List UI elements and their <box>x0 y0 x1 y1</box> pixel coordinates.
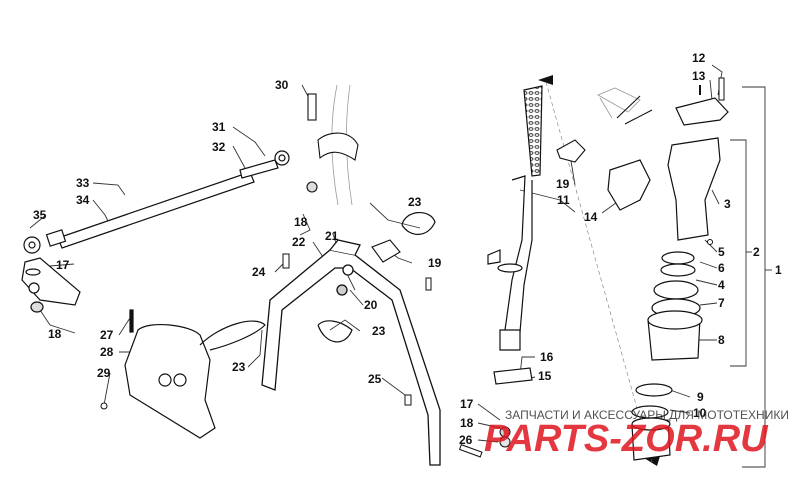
callout-label: 24 <box>252 265 266 279</box>
callout-label: 23 <box>372 324 386 338</box>
upper-rods <box>616 95 653 125</box>
callout-label: 23 <box>232 360 246 374</box>
callout-label: 8 <box>718 333 725 347</box>
callout-label: 14 <box>584 210 598 224</box>
watermark: ЗАПЧАСТИ И АКСЕССУАРЫ ДЛЯ МОТОТЕХНИКИ PA… <box>484 408 789 460</box>
chassis-outline <box>331 84 641 206</box>
steering-frame <box>261 239 441 466</box>
callout-label: 20 <box>364 298 378 312</box>
callout-label: 6 <box>718 261 725 275</box>
callout-label: 15 <box>538 369 552 383</box>
callout-label: 35 <box>33 208 47 222</box>
callout-label: 13 <box>692 69 706 83</box>
callout-label: 9 <box>697 390 704 404</box>
callout-label: 21 <box>325 229 339 243</box>
callout-label: 19 <box>428 256 442 270</box>
callout-label: 17 <box>460 397 474 411</box>
watermark-logo: PARTS-ZOR.RU <box>484 418 769 460</box>
callout-label: 34 <box>76 193 90 207</box>
callout-label: 18 <box>460 416 474 430</box>
upper-pivot <box>306 93 359 193</box>
callout-label: 2 <box>753 245 760 259</box>
callout-label: 3 <box>724 197 731 211</box>
callout-label: 23 <box>408 195 422 209</box>
callout-label: 31 <box>212 120 226 134</box>
steering-post <box>487 85 543 385</box>
footwell-plate <box>124 309 216 439</box>
callout-label: 5 <box>718 245 725 259</box>
callout-label: 28 <box>100 345 114 359</box>
fasteners <box>100 77 725 458</box>
callout-label: 17 <box>56 258 70 272</box>
callout-label: 12 <box>692 51 706 65</box>
callout-labels: 1 2 3 4 5 6 7 8 9 10 11 12 13 14 15 16 1… <box>33 51 782 447</box>
callout-label: 18 <box>294 215 308 229</box>
callout-label: 26 <box>459 433 473 447</box>
callout-label: 27 <box>100 328 114 342</box>
steering-axis-line <box>545 81 653 463</box>
wire-clamps <box>199 212 436 351</box>
callout-label: 25 <box>368 372 382 386</box>
callout-label: 29 <box>97 366 111 380</box>
callout-label: 18 <box>48 327 62 341</box>
tie-rod-assembly <box>21 150 290 313</box>
callout-label: 33 <box>76 176 90 190</box>
callout-label: 4 <box>718 278 725 292</box>
callout-label: 1 <box>775 263 782 277</box>
callout-label: 19 <box>556 177 570 191</box>
callout-label: 10 <box>693 406 707 420</box>
callout-label: 16 <box>540 350 554 364</box>
callout-label: 30 <box>275 78 289 92</box>
callout-label: 7 <box>718 296 725 310</box>
bracket-19 <box>371 139 586 263</box>
column-stack <box>607 85 729 461</box>
callout-label: 22 <box>292 235 306 249</box>
watermark-caption: ЗАПЧАСТИ И АКСЕССУАРЫ ДЛЯ МОТОТЕХНИКИ <box>505 408 789 422</box>
callout-label: 32 <box>212 140 226 154</box>
callout-label: 11 <box>557 193 570 207</box>
